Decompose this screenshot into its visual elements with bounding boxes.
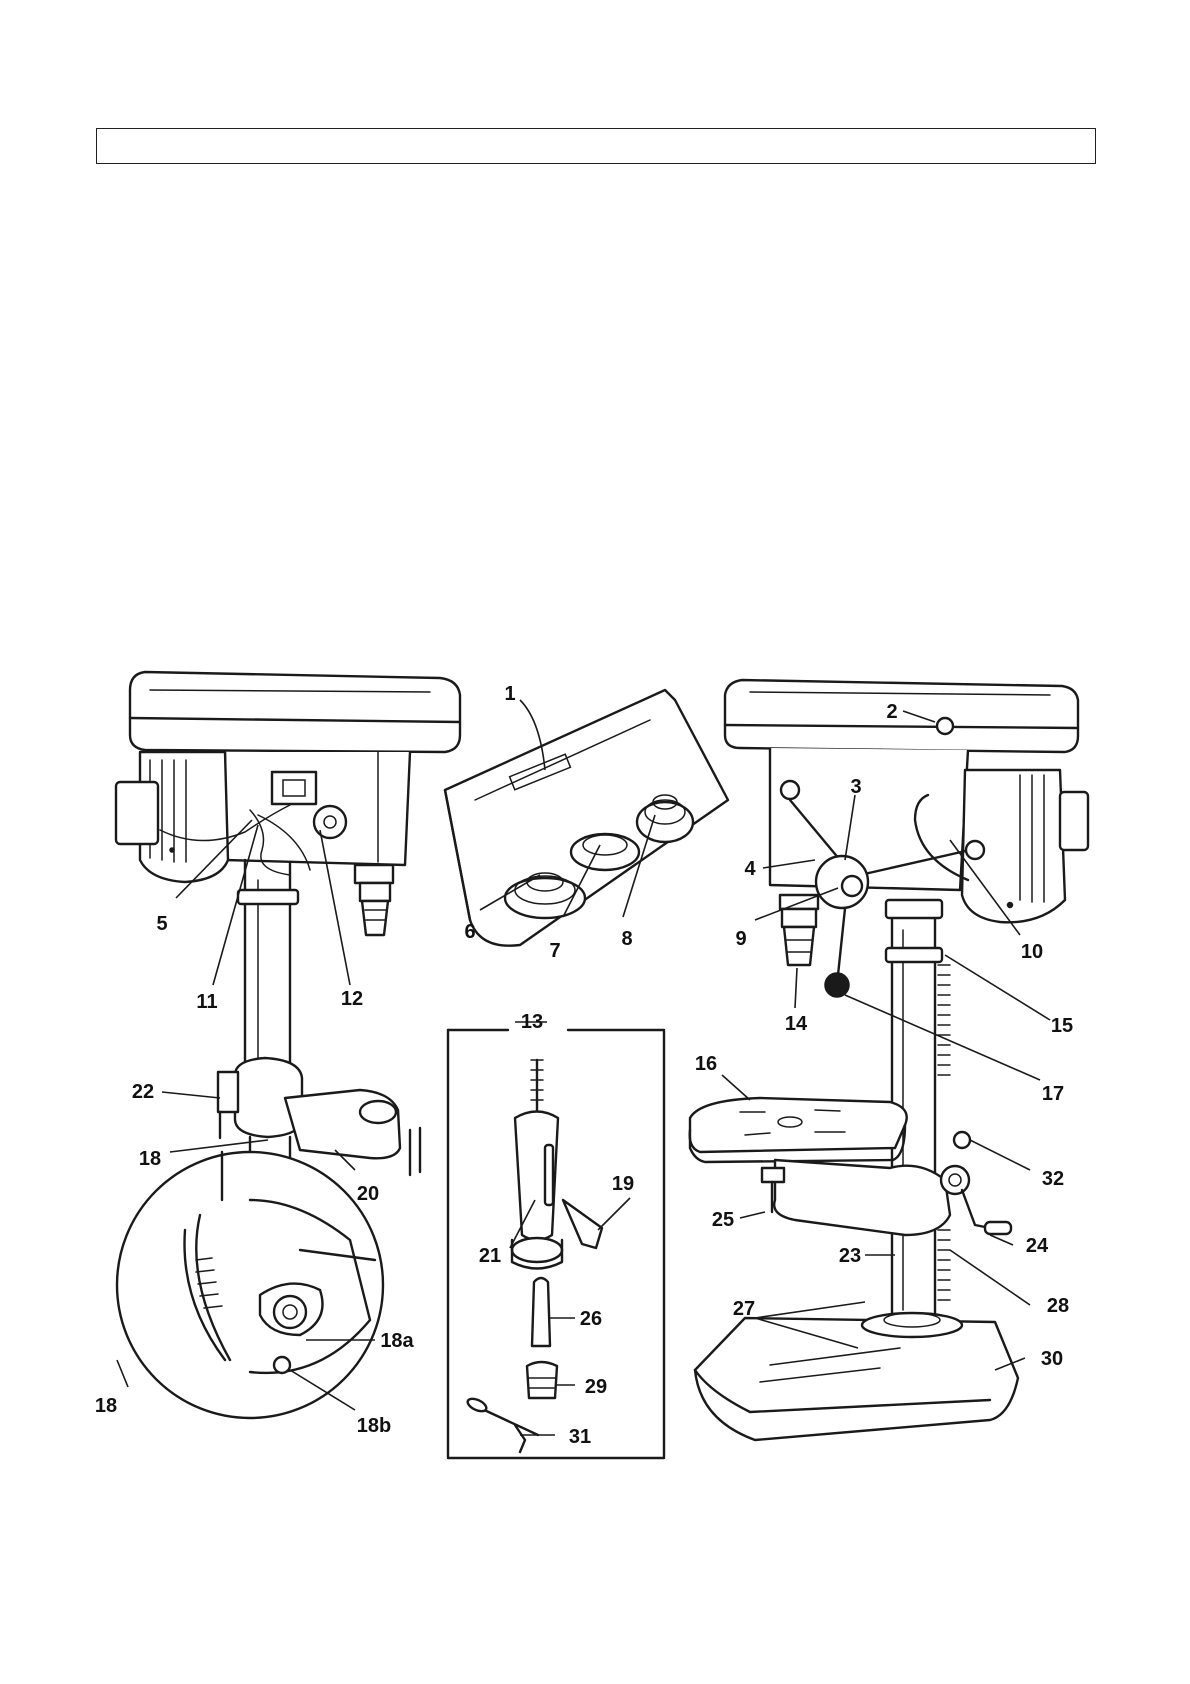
- callout-1: 1: [504, 683, 515, 705]
- right-drill-press: [690, 680, 1088, 1440]
- callout-17: 17: [1042, 1083, 1064, 1105]
- callout-32: 32: [1042, 1168, 1064, 1190]
- detail-view-18: [117, 1152, 383, 1418]
- callout-29: 29: [585, 1376, 607, 1398]
- pulley-cover: [445, 690, 728, 946]
- callout-13: 13: [521, 1011, 543, 1033]
- callout-31: 31: [569, 1426, 591, 1448]
- callout-23: 23: [839, 1245, 861, 1267]
- callout-19: 19: [612, 1173, 634, 1195]
- callout-10: 10: [1021, 941, 1043, 963]
- callout-21: 21: [479, 1245, 501, 1267]
- accessory-box: [448, 1030, 664, 1458]
- callout-22: 22: [132, 1081, 154, 1103]
- callout-4: 4: [744, 858, 756, 880]
- callout-20: 20: [357, 1183, 379, 1205]
- callout-18-detail: 18: [95, 1395, 117, 1417]
- callout-18: 18: [139, 1148, 161, 1170]
- callout-26: 26: [580, 1308, 602, 1330]
- callout-7: 7: [549, 940, 560, 962]
- callout-16: 16: [695, 1053, 717, 1075]
- callout-24: 24: [1026, 1235, 1049, 1257]
- callout-15: 15: [1051, 1015, 1073, 1037]
- callout-5: 5: [156, 913, 167, 935]
- callout-11: 11: [196, 991, 217, 1013]
- callout-12: 12: [341, 988, 363, 1010]
- callout-28: 28: [1047, 1295, 1069, 1317]
- callout-30: 30: [1041, 1348, 1063, 1370]
- callout-18a: 18a: [380, 1330, 414, 1352]
- callout-18b: 18b: [357, 1415, 391, 1437]
- left-drill-press: [116, 672, 460, 1175]
- callout-6: 6: [464, 921, 475, 943]
- callout-9: 9: [735, 928, 746, 950]
- callout-27: 27: [733, 1298, 755, 1320]
- callout-8: 8: [621, 928, 632, 950]
- callout-3: 3: [850, 776, 861, 798]
- callout-2: 2: [886, 701, 897, 723]
- callout-14: 14: [785, 1013, 808, 1035]
- callout-25: 25: [712, 1209, 734, 1231]
